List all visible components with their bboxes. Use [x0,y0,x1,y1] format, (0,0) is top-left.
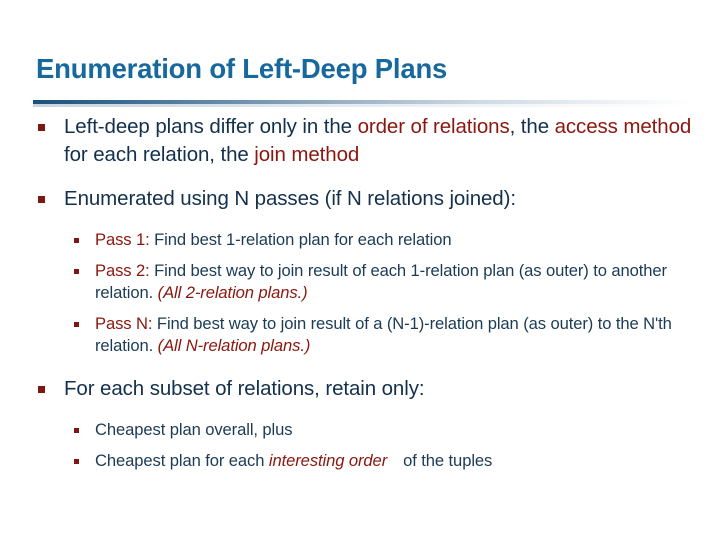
title-divider-shadow [33,104,693,107]
pass-2-body: Find best way to join result of each 1-r… [95,261,667,303]
cheapest-order-post: of the tuples [403,450,493,470]
spacer [0,251,720,260]
pass-n-body: Find best way to join result of a (N-1)-… [95,314,672,356]
pass-1-label: Pass 1: [95,230,150,250]
square-bullet-icon [74,269,79,275]
slide-body: Left-deep plans differ only in the order… [0,113,720,472]
sub-bullet-pass-n: Pass N: Find best way to join result of … [0,313,720,357]
interesting-order-emphasis: interesting order [268,450,388,470]
square-bullet-icon [38,385,45,393]
square-bullet-icon [38,124,45,131]
pass-2-label: Pass 2: [95,261,150,281]
bullet-3-label: For each subset of relations, retain onl… [64,376,425,400]
sub-bullet-pass-2: Pass 2: Find best way to join result of … [0,260,720,304]
pass-n-note: (All N-relation plans.) [157,336,311,356]
cheapest-overall-text: Cheapest plan overall, plus [95,419,293,439]
bullet-1-seg-4: access method [554,115,692,138]
bullet-retain-only: For each subset of relations, retain onl… [0,375,720,403]
bullet-2-label: Enumerated using N passes (if N relation… [64,187,516,211]
bullet-enumerated-passes: Enumerated using N passes (if N relation… [0,185,720,213]
square-bullet-icon [74,322,79,328]
cheapest-order-pre: Cheapest plan for each [95,450,269,470]
title-divider [33,100,693,104]
pass-n-label: Pass N: [95,314,153,334]
square-bullet-icon [74,238,79,244]
spacer [0,358,720,375]
bullet-left-deep-plans: Left-deep plans differ only in the order… [0,113,720,169]
bullet-1-seg-5: for each relation, the [64,143,255,167]
bullet-1-seg-2: order of relations [357,115,510,138]
pass-1-body: Find best 1-relation plan for each relat… [149,230,452,250]
square-bullet-icon [38,196,45,204]
square-bullet-icon [74,427,79,433]
bullet-1-seg-1: Left-deep plans differ only in the [64,115,358,138]
sub-bullet-pass-1: Pass 1: Find best 1-relation plan for ea… [0,229,720,251]
pass-2-note: (All 2-relation plans.) [157,283,308,303]
bullet-1-seg-3: , the [509,115,555,138]
spacer [0,215,720,229]
bullet-1-seg-6: join method [254,143,360,167]
spacer [0,405,720,419]
square-bullet-icon [74,458,79,464]
spacer [0,171,720,185]
sub-bullet-cheapest-interesting-order: Cheapest plan for each interesting order… [0,450,720,472]
sub-bullet-cheapest-overall: Cheapest plan overall, plus [0,419,720,441]
page-title: Enumeration of Left-Deep Plans [36,53,448,84]
spacer [0,304,720,313]
spacer [0,441,720,450]
